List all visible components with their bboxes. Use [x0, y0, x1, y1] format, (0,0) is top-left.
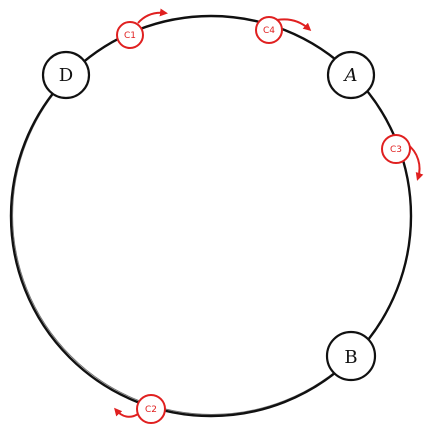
- client-c4: C4: [255, 16, 312, 44]
- client-c3: C3: [381, 134, 424, 181]
- client-c2: C2: [114, 394, 166, 424]
- node-b: B: [325, 330, 377, 382]
- node-d-label: D: [59, 65, 73, 86]
- node-a-label: A: [343, 65, 358, 86]
- node-d: D: [41, 50, 91, 100]
- ring: [9, 14, 413, 418]
- client-c4-arrow: [276, 18, 312, 31]
- client-c3-label: C3: [390, 145, 402, 155]
- client-c1-arrow: [137, 8, 168, 24]
- client-c4-label: C4: [263, 26, 275, 36]
- node-b-label: B: [344, 347, 357, 368]
- node-a: A: [326, 50, 376, 100]
- client-c1-label: C1: [124, 31, 136, 41]
- client-c2-label: C2: [145, 405, 157, 415]
- client-c2-arrow: [114, 407, 139, 418]
- client-c1: C1: [116, 8, 168, 49]
